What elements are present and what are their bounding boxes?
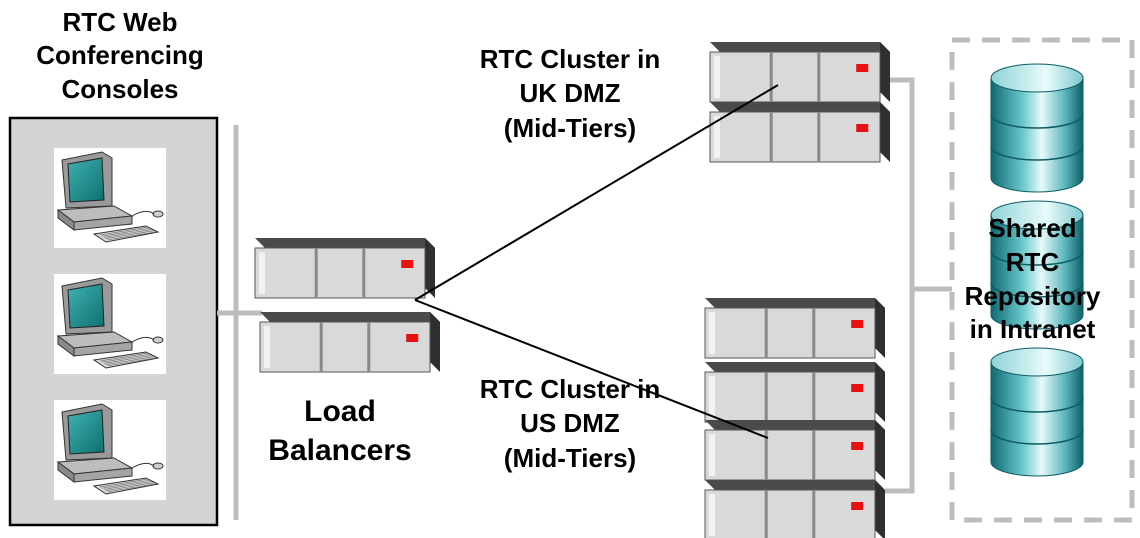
- connector-lines: [217, 77, 952, 520]
- us-cluster-server-icon: [704, 420, 885, 481]
- database-icon: [990, 200, 1084, 330]
- repository-title: Shared RTC Repository in Intranet: [964, 213, 1101, 345]
- uk-cluster-server-icon: [709, 102, 890, 163]
- repository-boundary: [949, 37, 1135, 523]
- load-balancer-server-icon: [254, 238, 435, 299]
- load-balancer-server-icon: [259, 312, 440, 373]
- us-cluster-server-icon: [704, 298, 885, 359]
- workstation-icon: [54, 400, 166, 500]
- database-icon: [990, 347, 1084, 477]
- database-icon: [990, 63, 1084, 193]
- workstation-icon: [54, 148, 166, 248]
- load-balancers-title: Load Balancers: [268, 395, 412, 467]
- uk-cluster-server-icon: [709, 42, 890, 103]
- consoles-title: RTC Web Conferencing Consoles: [36, 7, 204, 104]
- workstation-icon: [54, 274, 166, 374]
- us-cluster-server-icon: [704, 362, 885, 423]
- cluster-links: [414, 84, 779, 439]
- uk-cluster-title: RTC Cluster in UK DMZ (Mid-Tiers): [479, 44, 661, 143]
- us-cluster-title: RTC Cluster in US DMZ (Mid-Tiers): [479, 374, 661, 473]
- us-cluster-server-icon: [704, 480, 885, 538]
